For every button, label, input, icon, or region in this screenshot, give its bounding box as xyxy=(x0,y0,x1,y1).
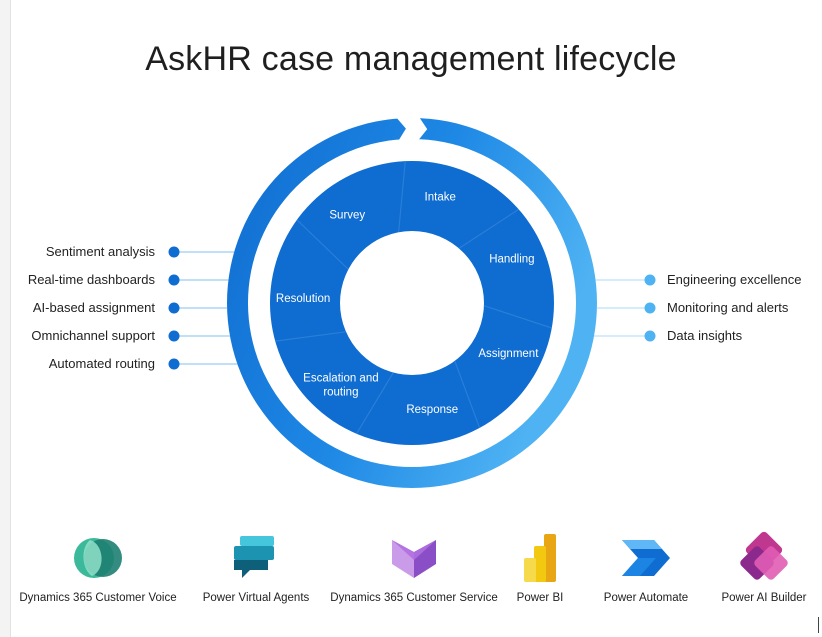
text-cursor xyxy=(818,617,819,633)
page-left-border xyxy=(0,0,11,637)
left-feature-label: Real-time dashboards xyxy=(27,272,155,287)
stage-divider xyxy=(454,360,481,429)
product-item: Power Automate xyxy=(546,530,746,604)
product-name: Power Automate xyxy=(603,592,689,604)
virtual-agents-icon xyxy=(228,530,284,586)
stage-divider xyxy=(356,372,394,435)
right-feature-label: Engineering excellence xyxy=(667,272,802,287)
stage-divider xyxy=(483,305,552,329)
stage-label-intake: Intake xyxy=(425,192,456,204)
left-feature-dot xyxy=(168,274,180,286)
page-title: AskHR case management lifecycle xyxy=(145,40,677,78)
right-feature-dot xyxy=(644,330,656,342)
left-feature-label: AI-based assignment xyxy=(32,300,155,315)
left-feature-label: Omnichannel support xyxy=(31,328,155,343)
left-feature-dot xyxy=(168,358,180,370)
feature-connectors xyxy=(168,246,656,370)
product-item: Power Virtual Agents xyxy=(156,530,356,604)
right-feature-label: Data insights xyxy=(667,328,743,343)
customer-voice-icon xyxy=(70,530,126,586)
product-name: Power AI Builder xyxy=(721,592,807,604)
stage-label-survey: Survey xyxy=(329,209,365,221)
product-item: Dynamics 365 Customer Service xyxy=(314,530,514,604)
stage-divider xyxy=(458,208,520,249)
right-feature-dot xyxy=(644,302,656,314)
left-feature-dot xyxy=(168,246,180,258)
cycle-arrow-chevron xyxy=(395,116,428,142)
customer-service-icon xyxy=(386,530,442,586)
stage-divider xyxy=(398,161,406,233)
product-item: Power BI xyxy=(440,530,640,604)
left-feature-dot xyxy=(168,302,180,314)
stage-label-assignment: Assignment xyxy=(478,348,539,360)
product-item: Dynamics 365 Customer Voice xyxy=(0,530,198,604)
right-feature-label: Monitoring and alerts xyxy=(667,300,789,315)
product-name: Dynamics 365 Customer Service xyxy=(330,592,498,604)
power-bi-icon xyxy=(512,530,568,586)
power-automate-icon xyxy=(618,530,674,586)
left-feature-dot xyxy=(168,330,180,342)
product-name: Dynamics 365 Customer Voice xyxy=(19,592,177,604)
stage-label-handling: Handling xyxy=(489,253,534,265)
product-name: Power Virtual Agents xyxy=(202,592,310,604)
left-feature-label: Sentiment analysis xyxy=(45,244,155,259)
lifecycle-ring xyxy=(227,116,597,488)
product-item: Power AI Builder xyxy=(664,530,822,604)
stage-divider xyxy=(275,331,347,342)
stage-label-response: Response xyxy=(406,404,458,416)
ai-builder-icon xyxy=(736,530,792,586)
product-name: Power BI xyxy=(516,592,564,604)
right-feature-dot xyxy=(644,274,656,286)
stage-divider xyxy=(296,219,349,270)
stage-label-resolution: Resolution xyxy=(276,293,330,305)
left-feature-label: Automated routing xyxy=(48,356,155,371)
